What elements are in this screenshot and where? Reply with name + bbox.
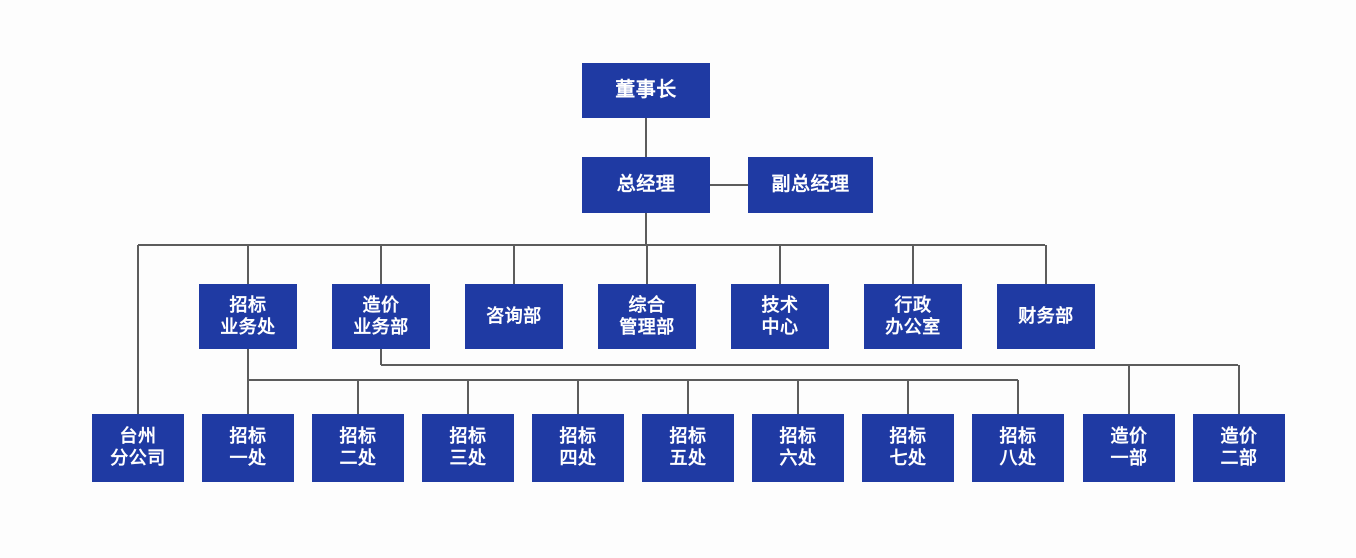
org-node-administrative-office[interactable]: 行政 办公室 (864, 284, 962, 349)
org-node-label: 招标 四处 (559, 426, 597, 468)
org-node-bidding-office-6[interactable]: 招标 六处 (752, 414, 844, 482)
org-node-label: 造价 业务部 (353, 294, 409, 337)
org-node-finance-dept[interactable]: 财务部 (997, 284, 1095, 349)
org-node-label: 招标 二处 (339, 426, 377, 468)
org-node-deputy-general-manager[interactable]: 副总经理 (748, 157, 873, 213)
org-node-bidding-office-8[interactable]: 招标 八处 (972, 414, 1064, 482)
org-node-label: 综合 管理部 (619, 294, 675, 337)
org-node-cost-business-dept[interactable]: 造价 业务部 (332, 284, 430, 349)
org-node-bidding-office-7[interactable]: 招标 七处 (862, 414, 954, 482)
org-node-general-manager[interactable]: 总经理 (582, 157, 710, 213)
org-node-label: 台州 分公司 (110, 426, 166, 468)
org-node-label: 财务部 (1018, 305, 1074, 326)
org-node-label: 造价 二部 (1220, 426, 1258, 468)
org-node-consulting-dept[interactable]: 咨询部 (465, 284, 563, 349)
org-node-bidding-office-5[interactable]: 招标 五处 (642, 414, 734, 482)
org-node-label: 行政 办公室 (885, 294, 941, 337)
org-node-label: 招标 八处 (999, 426, 1037, 468)
org-node-label: 咨询部 (486, 305, 542, 326)
org-node-taizhou-branch[interactable]: 台州 分公司 (92, 414, 184, 482)
org-node-cost-division-2[interactable]: 造价 二部 (1193, 414, 1285, 482)
org-node-label: 造价 一部 (1110, 426, 1148, 468)
org-node-label: 副总经理 (771, 174, 850, 196)
org-node-label: 技术 中心 (761, 294, 799, 337)
org-node-label: 招标 业务处 (220, 294, 276, 337)
org-node-bidding-business-dept[interactable]: 招标 业务处 (199, 284, 297, 349)
org-node-bidding-office-4[interactable]: 招标 四处 (532, 414, 624, 482)
org-node-label: 董事长 (615, 79, 677, 102)
org-node-bidding-office-2[interactable]: 招标 二处 (312, 414, 404, 482)
org-node-label: 招标 七处 (889, 426, 927, 468)
org-node-label: 总经理 (616, 174, 676, 196)
org-node-bidding-office-1[interactable]: 招标 一处 (202, 414, 294, 482)
org-node-label: 招标 六处 (779, 426, 817, 468)
org-node-technology-center[interactable]: 技术 中心 (731, 284, 829, 349)
org-node-chairman[interactable]: 董事长 (582, 63, 710, 118)
org-node-general-management-dept[interactable]: 综合 管理部 (598, 284, 696, 349)
org-node-label: 招标 五处 (669, 426, 707, 468)
org-node-bidding-office-3[interactable]: 招标 三处 (422, 414, 514, 482)
org-node-label: 招标 一处 (229, 426, 267, 468)
org-node-label: 招标 三处 (449, 426, 487, 468)
org-node-cost-division-1[interactable]: 造价 一部 (1083, 414, 1175, 482)
